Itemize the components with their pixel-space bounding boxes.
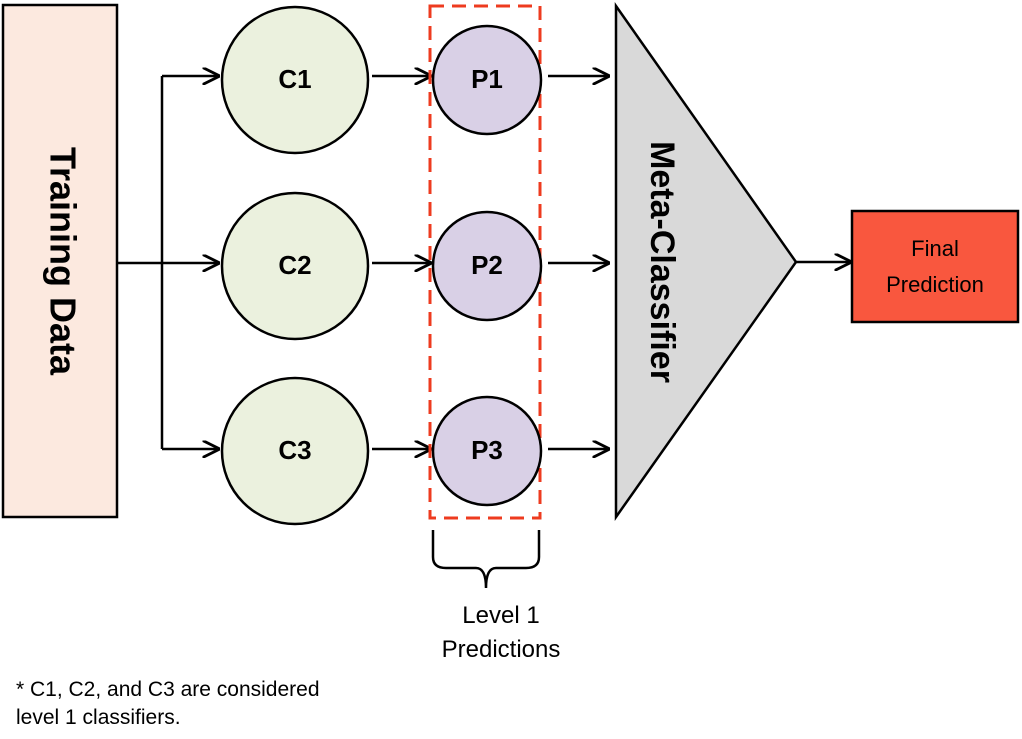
footnote: * C1, C2, and C3 are considered level 1 …: [16, 676, 436, 732]
prediction-p1-label: P1: [471, 64, 503, 94]
level1-brace: [431, 530, 541, 589]
meta-classifier-label: Meta-Classifier: [643, 141, 681, 383]
level1-label-line1: Level 1: [462, 602, 539, 629]
footnote-line1: * C1, C2, and C3 are considered: [16, 678, 320, 701]
classifier-c2: C2: [220, 191, 370, 341]
prediction-to-meta-arrows: [548, 76, 608, 449]
final-prediction-box: Final Prediction: [850, 209, 1020, 324]
level1-label-line2: Predictions: [442, 636, 561, 663]
classifier-c1: C1: [220, 5, 370, 155]
training-data-box: Training Data: [1, 3, 119, 519]
final-prediction-line2: Prediction: [886, 272, 984, 297]
input-connectors: [117, 76, 218, 449]
prediction-p2: P2: [431, 210, 543, 322]
classifier-c2-label: C2: [278, 250, 311, 280]
final-prediction-line1: Final: [911, 236, 959, 261]
prediction-p1: P1: [431, 24, 543, 136]
prediction-p3: P3: [431, 395, 543, 507]
meta-classifier: Meta-Classifier: [614, 2, 798, 521]
prediction-p3-label: P3: [471, 435, 503, 465]
classifier-c3-label: C3: [278, 435, 311, 465]
training-data-label: Training Data: [42, 147, 83, 376]
classifier-c1-label: C1: [278, 64, 311, 94]
classifier-to-prediction-arrows: [372, 76, 430, 449]
footnote-line2: level 1 classifiers.: [16, 706, 181, 729]
classifier-c3: C3: [220, 376, 370, 526]
prediction-p2-label: P2: [471, 250, 503, 280]
